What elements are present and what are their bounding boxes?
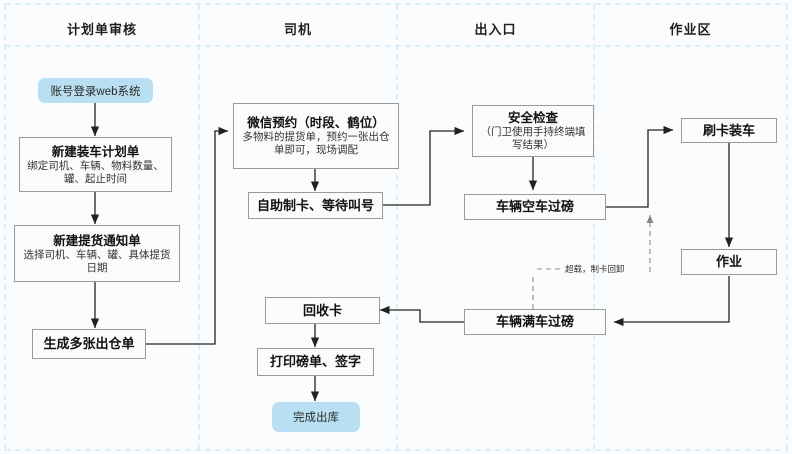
node-swipe-card-loading-label: 刷卡装车	[702, 122, 755, 138]
node-safety-check-title: 安全检查	[507, 111, 558, 125]
node-new-loading-plan-subtitle: 绑定司机、车辆、物料数量、罐、起止时间	[27, 159, 164, 185]
node-full-vehicle-weighing-label: 车辆满车过磅	[495, 314, 574, 329]
node-generate-out-orders-label: 生成多张出仓单	[43, 336, 135, 351]
node-operation[interactable]: 作业	[681, 249, 777, 275]
node-swipe-card-loading[interactable]: 刷卡装车	[681, 118, 777, 143]
node-recycle-card-label: 回收卡	[302, 302, 342, 318]
lane-title-driver: 司机	[283, 22, 312, 37]
node-empty-vehicle-weighing[interactable]: 车辆空车过磅	[464, 194, 606, 220]
node-recycle-card[interactable]: 回收卡	[265, 297, 380, 324]
node-wechat-booking-subtitle: 多物料的提货单，预约一张出仓单即可，现场调配	[242, 131, 390, 156]
node-finish-outbound-label: 完成出库	[293, 412, 339, 424]
node-self-service-card-label: 自助制卡、等待叫号	[256, 197, 374, 213]
node-operation-label: 作业	[715, 254, 742, 269]
node-new-loading-plan[interactable]: 新建装车计划单 绑定司机、车辆、物料数量、罐、起止时间	[19, 137, 172, 192]
node-new-pickup-notice[interactable]: 新建提货通知单 选择司机、车辆、罐、具体提货日期	[14, 225, 180, 282]
node-safety-check-subtitle: （门卫使用手持终端填写结果）	[480, 126, 586, 151]
node-login-label: 账号登录web系统	[50, 85, 141, 98]
node-full-vehicle-weighing[interactable]: 车辆满车过磅	[464, 309, 606, 335]
lane-title-work-area: 作业区	[669, 22, 712, 37]
lane-title-plan-review: 计划单审核	[66, 22, 137, 37]
node-empty-vehicle-weighing-label: 车辆空车过磅	[495, 199, 574, 214]
node-safety-check[interactable]: 安全检查 （门卫使用手持终端填写结果）	[472, 105, 594, 157]
lane-title-gate: 出入口	[474, 22, 517, 37]
node-wechat-booking-title: 微信预约（时段、鹤位）	[247, 116, 385, 130]
edge-label-overload-recard: 超载，制卡回卸	[565, 264, 625, 274]
node-print-weigh-ticket-label: 打印磅单、签字	[269, 354, 361, 369]
node-self-service-card[interactable]: 自助制卡、等待叫号	[248, 192, 383, 219]
node-print-weigh-ticket[interactable]: 打印磅单、签字	[257, 348, 374, 376]
node-new-pickup-notice-title: 新建提货通知单	[53, 233, 141, 248]
node-login[interactable]: 账号登录web系统	[38, 78, 153, 103]
node-new-pickup-notice-subtitle: 选择司机、车辆、罐、具体提货日期	[23, 248, 171, 274]
node-wechat-booking[interactable]: 微信预约（时段、鹤位） 多物料的提货单，预约一张出仓单即可，现场调配	[233, 103, 399, 169]
node-finish-outbound[interactable]: 完成出库	[272, 402, 360, 432]
node-new-loading-plan-title: 新建装车计划单	[51, 144, 140, 159]
node-generate-out-orders[interactable]: 生成多张出仓单	[32, 329, 146, 359]
